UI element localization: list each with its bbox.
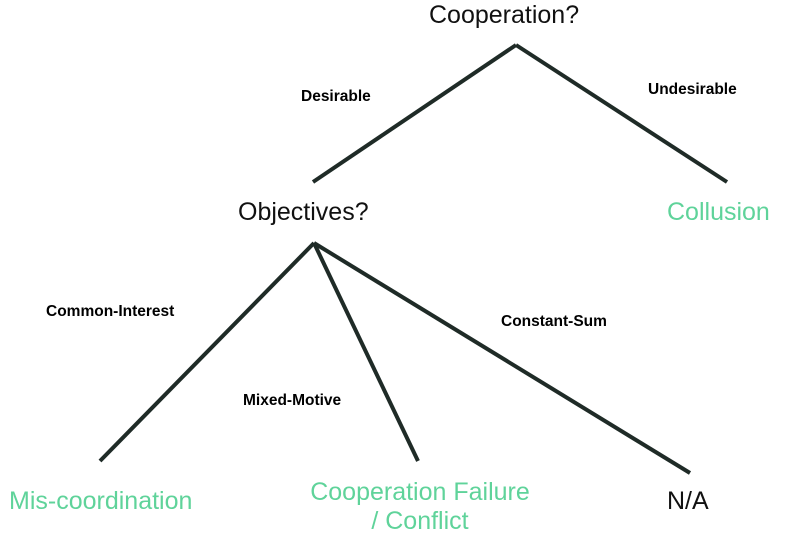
edge-label-constant-sum: Constant-Sum: [501, 313, 607, 330]
edge-label-common-interest: Common-Interest: [46, 303, 175, 320]
edge-constant-sum: [312, 241, 692, 475]
root-node-cooperation: Cooperation?: [429, 1, 580, 29]
edge-label-mixed-motive: Mixed-Motive: [243, 392, 342, 409]
edge-mixed-motive: [312, 242, 420, 462]
outcome-conflict-line-2: / Conflict: [371, 506, 469, 535]
outcome-mis-coordination: Mis-coordination: [9, 487, 193, 515]
edge-undesirable: [514, 43, 729, 184]
edge-label-desirable: Desirable: [301, 88, 371, 105]
outcome-na: N/A: [667, 487, 709, 515]
outcome-collusion: Collusion: [667, 198, 770, 226]
edge-desirable: [311, 43, 518, 184]
outcome-cooperation-failure-conflict: Cooperation Failure / Conflict: [290, 478, 550, 536]
edge-label-undesirable: Undesirable: [648, 81, 737, 98]
edge-common-interest: [98, 241, 316, 463]
outcome-conflict-line-1: Cooperation Failure: [310, 478, 530, 506]
node-objectives: Objectives?: [238, 198, 369, 226]
tree-edges: [98, 43, 729, 475]
